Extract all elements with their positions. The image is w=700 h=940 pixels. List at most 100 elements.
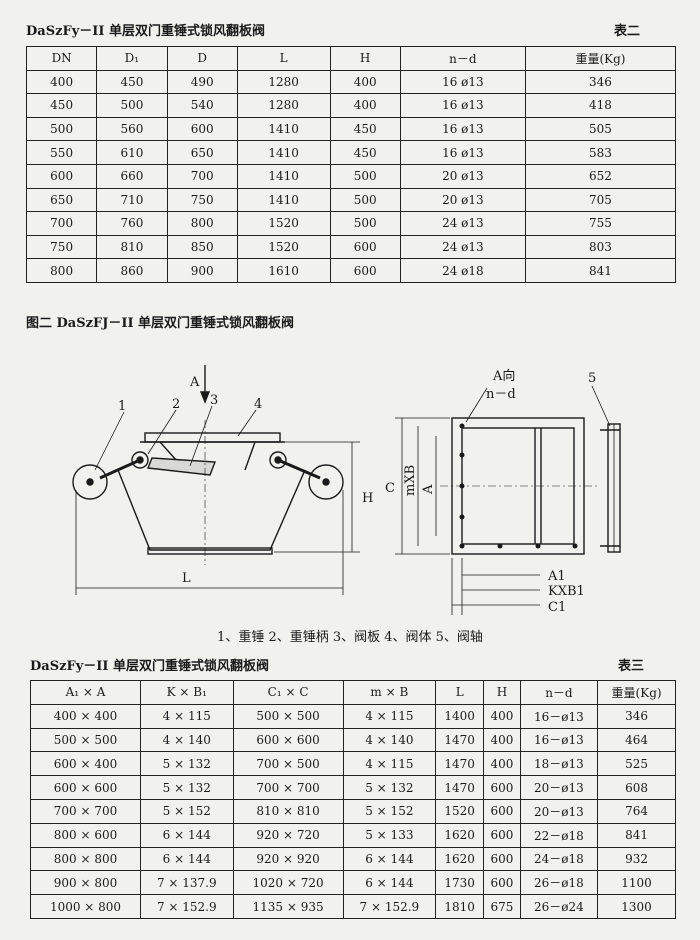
- label-a-arrow: A: [189, 375, 200, 390]
- table-cell: 400: [483, 703, 521, 729]
- table-cell: 600: [483, 798, 521, 824]
- table-cell: 1410: [236, 116, 331, 142]
- table-cell: 700 × 700: [29, 798, 142, 824]
- label-a1: A1: [547, 569, 566, 584]
- table-cell: 600 × 400: [29, 751, 142, 777]
- label-4: 4: [254, 397, 262, 412]
- bolt-hole: [459, 543, 465, 549]
- weight-right-center: [322, 478, 330, 486]
- table-cell: 1620: [435, 846, 485, 872]
- table-cell: 5 × 132: [342, 775, 437, 800]
- table-cell: 450: [96, 69, 168, 95]
- table-cell: 600: [329, 258, 401, 283]
- table-cell: 760: [96, 211, 168, 236]
- table-cell: 18－ø13: [519, 751, 599, 777]
- table-cell: 700 × 500: [232, 751, 344, 777]
- column-header: 重量(Kg): [597, 680, 676, 705]
- table-cell: 800 × 800: [29, 846, 142, 872]
- table-cell: 600: [483, 846, 521, 872]
- figure2-drawing: A 1 2 3 4 H L A向 n－d 5 C mXB A A1 KXB1 C…: [72, 365, 621, 615]
- table-cell: 540: [166, 93, 238, 118]
- table-cell: 464: [597, 727, 676, 753]
- side-view: [72, 365, 360, 595]
- bolt-hole: [535, 543, 541, 549]
- table-cell: 920 × 920: [232, 846, 344, 872]
- table-cell: 4 × 140: [140, 727, 234, 753]
- column-header: m × B: [342, 680, 437, 705]
- table-cell: 1410: [236, 163, 331, 189]
- label-kxb1: KXB1: [548, 584, 585, 599]
- table-cell: 16－ø13: [519, 727, 599, 753]
- table-cell: 7 × 152.9: [140, 894, 234, 919]
- table-cell: 650: [166, 140, 238, 165]
- table-cell: 20－ø13: [519, 798, 599, 824]
- table-cell: 600: [483, 822, 521, 848]
- table-cell: 1730: [435, 870, 485, 896]
- table-cell: 583: [524, 140, 677, 165]
- column-header: DN: [25, 46, 98, 71]
- table-cell: 1470: [435, 751, 485, 777]
- table-cell: 418: [524, 93, 677, 118]
- table-cell: 20 ø13: [399, 163, 526, 189]
- table-cell: 560: [96, 116, 168, 142]
- table-cell: 450: [329, 140, 401, 165]
- valve-body-flange: [144, 432, 281, 443]
- weight-left: [72, 464, 108, 500]
- table-cell: 755: [524, 211, 677, 236]
- table-cell: 20 ø13: [399, 187, 526, 213]
- table-cell: 1520: [236, 211, 331, 236]
- table-cell: 900 × 800: [29, 870, 142, 896]
- table-cell: 500: [25, 116, 98, 142]
- table-cell: 764: [597, 798, 676, 824]
- label-1: 1: [118, 399, 126, 414]
- column-header: H: [329, 46, 401, 71]
- table2-label: 表二: [614, 24, 641, 39]
- table-cell: 750: [25, 234, 98, 260]
- table-cell: 16－ø13: [519, 703, 599, 729]
- table-cell: 710: [96, 187, 168, 213]
- table-cell: 660: [96, 163, 168, 189]
- table-cell: 1520: [435, 798, 485, 824]
- table-cell: 16 ø13: [399, 140, 526, 165]
- table-cell: 1610: [236, 258, 331, 283]
- table-cell: 4 × 115: [342, 703, 437, 729]
- table-cell: 20－ø13: [519, 775, 599, 800]
- label-a-view: A向: [492, 368, 515, 384]
- table-cell: 5 × 133: [342, 822, 437, 848]
- table-cell: 400: [483, 751, 521, 777]
- label-h: H: [362, 491, 373, 506]
- table-cell: 600: [329, 234, 401, 260]
- leader-2: [147, 409, 177, 455]
- column-header: L: [435, 680, 485, 705]
- column-header: n－d: [519, 680, 599, 705]
- table-cell: 550: [25, 140, 98, 165]
- table-cell: 450: [329, 116, 401, 142]
- valve-body: [117, 469, 306, 551]
- weight-handle-left: [99, 458, 141, 480]
- column-header: K × B₁: [140, 680, 234, 705]
- table-cell: 16 ø13: [399, 116, 526, 142]
- table-cell: 24－ø18: [519, 846, 599, 872]
- table-cell: 700 × 700: [232, 775, 344, 800]
- table-cell: 4 × 140: [342, 727, 437, 753]
- label-5: 5: [588, 371, 596, 386]
- bolt-hole: [497, 543, 503, 549]
- table-cell: 1470: [435, 727, 485, 753]
- table-cell: 1470: [435, 775, 485, 800]
- table-cell: 800: [166, 211, 238, 236]
- column-header: L: [236, 46, 331, 71]
- table-cell: 1520: [236, 234, 331, 260]
- shaft-left: [131, 451, 149, 469]
- front-view: [395, 385, 621, 615]
- table-cell: 6 × 144: [140, 822, 234, 848]
- table-cell: 800: [25, 258, 98, 283]
